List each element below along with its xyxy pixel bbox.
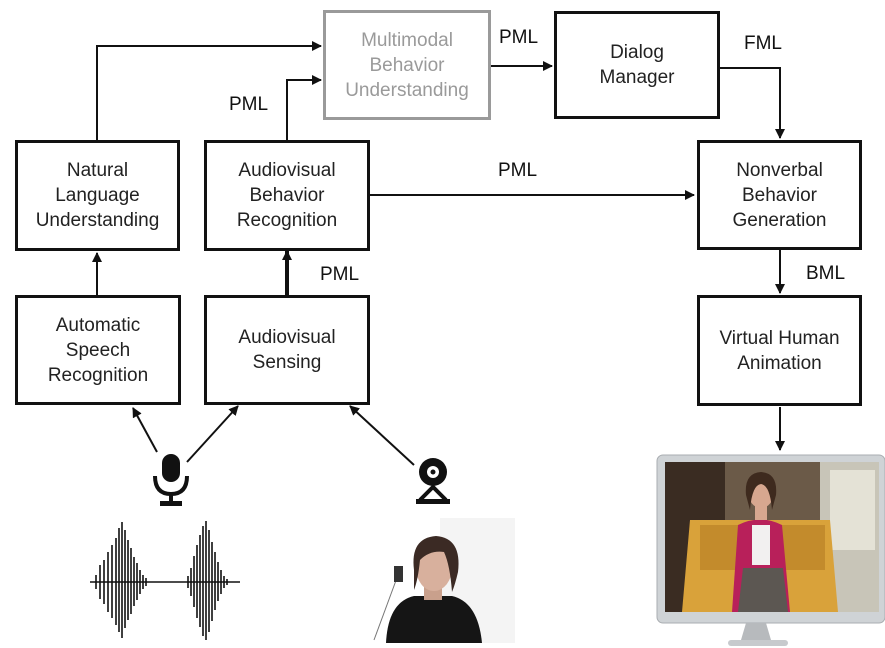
edge-label-avbr-mbu: PML: [229, 94, 269, 115]
dm-label: Dialog Manager: [599, 42, 675, 88]
person-photo: [355, 518, 515, 643]
asr-label: Automatic Speech Recognition: [47, 314, 149, 386]
multimodal-behavior-understanding-box: Multimodal Behavior Understanding: [323, 10, 491, 120]
webcam-icon: [416, 458, 450, 504]
vha-label: Virtual Human Animation: [719, 327, 840, 374]
arrow-nlu-to-mbu: [96, 41, 322, 140]
dialog-manager-box: Dialog Manager: [554, 11, 720, 119]
audio-waveform: [90, 521, 240, 640]
arrow-dm-to-nbg: [720, 67, 785, 139]
monitor-virtual-human: [656, 454, 885, 646]
arrow-mic-to-avs: [186, 405, 239, 463]
edge-label-mbu-dm: PML: [499, 27, 539, 48]
avbr-label: Audiovisual Behavior Recognition: [236, 160, 338, 231]
automatic-speech-recognition-box: Automatic Speech Recognition: [15, 295, 181, 405]
nbg-label: Nonverbal Behavior Generation: [732, 159, 827, 231]
mbu-label: Multimodal Behavior Understanding: [345, 29, 469, 101]
audiovisual-sensing-box: Audiovisual Sensing: [204, 295, 370, 405]
edge-label-avbr-nbg: PML: [498, 160, 538, 181]
arrow-mic-to-asr: [132, 407, 158, 453]
audiovisual-behavior-recognition-box: Audiovisual Behavior Recognition: [204, 140, 370, 251]
microphone-icon: [153, 454, 189, 506]
arrow-avbr-to-mbu: [286, 75, 322, 140]
avs-label: Audiovisual Sensing: [238, 327, 336, 373]
nlu-label: Natural Language Understanding: [35, 160, 160, 231]
virtual-human-animation-box: Virtual Human Animation: [697, 295, 862, 406]
natural-language-understanding-box: Natural Language Understanding: [15, 140, 180, 251]
edge-label-nbg-vha: BML: [806, 263, 846, 284]
edge-label-dm-nbg: FML: [744, 33, 782, 54]
edge-label-avs-avbr: PML: [320, 264, 360, 285]
arrow-cam-to-avs: [349, 405, 415, 466]
nonverbal-behavior-generation-box: Nonverbal Behavior Generation: [697, 140, 862, 250]
